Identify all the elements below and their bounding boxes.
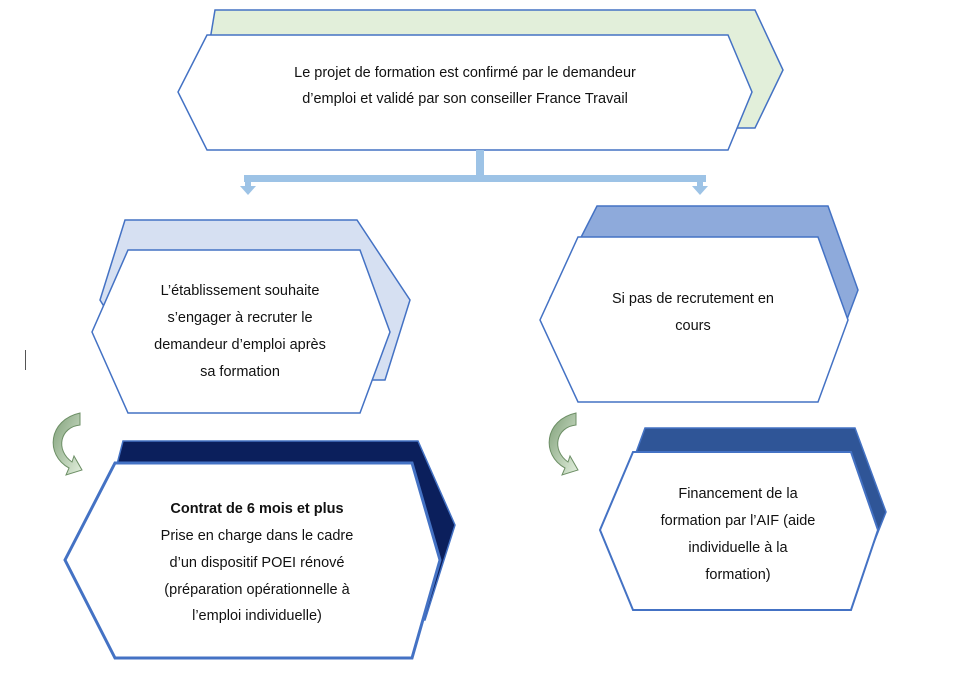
left-box-face [91, 249, 391, 414]
left-line-1: L’établissement souhaite [161, 283, 320, 299]
bottom-left-line-4: l’emploi individuelle) [192, 608, 322, 624]
bottom-right-line-2: formation par l’AIF (aide [661, 513, 816, 529]
top-line-1: Le projet de formation est confirmé par … [294, 65, 636, 81]
bottom-left-title: Contrat de 6 mois et plus [170, 501, 343, 517]
curved-arrow-left-icon [52, 412, 83, 476]
top-box: Le projet de formation est confirmé par … [177, 9, 784, 151]
left-line-4: sa formation [200, 364, 280, 380]
bottom-left-line-3: (préparation opérationnelle à [164, 582, 350, 598]
right-line-2: cours [675, 318, 710, 334]
right-line-1: Si pas de recrutement en [612, 291, 774, 307]
bottom-left-box: Contrat de 6 mois et plus Prise en charg… [63, 440, 456, 660]
bottom-left-line-1: Prise en charge dans le cadre [161, 528, 354, 544]
right-box-face [539, 236, 849, 403]
curved-arrow-right-icon [548, 412, 579, 476]
right-box: Si pas de recrutement en cours [539, 205, 859, 403]
bottom-right-line-4: formation) [705, 567, 770, 583]
bottom-left-line-2: d’un dispositif POEI rénové [170, 555, 345, 571]
left-line-3: demandeur d’emploi après [154, 337, 326, 353]
top-box-face [177, 34, 753, 151]
top-line-2: d’emploi et validé par son conseiller Fr… [302, 91, 628, 107]
left-line-2: s’engager à recruter le [167, 310, 312, 326]
left-box: L’établissement souhaite s’engager à rec… [91, 219, 411, 414]
bottom-right-line-1: Financement de la [678, 486, 798, 502]
bottom-right-line-3: individuelle à la [688, 540, 788, 556]
text-cursor [25, 350, 26, 370]
bottom-right-box: Financement de la formation par l’AIF (a… [598, 427, 887, 611]
connector-arrows [240, 150, 708, 195]
bottom-left-box-face [63, 461, 442, 660]
bottom-right-box-face [598, 451, 880, 611]
